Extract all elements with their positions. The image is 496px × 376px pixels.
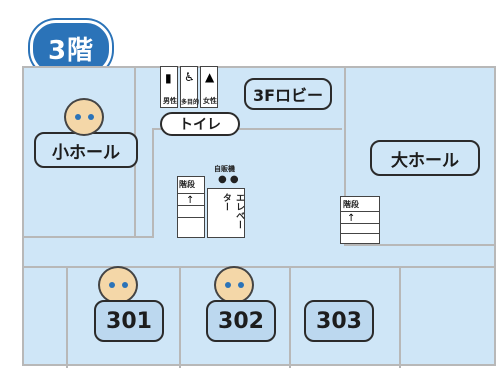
mascot-face-icon xyxy=(214,266,254,304)
room-301-label: 301 xyxy=(94,300,164,342)
toilet-label: トイレ xyxy=(160,112,240,136)
stairs-left: 階段 ↑ xyxy=(177,176,205,238)
vending-dots: ● ● xyxy=(218,174,239,185)
room-302-label: 302 xyxy=(206,300,276,342)
vending-label: 自販機 xyxy=(214,165,235,173)
room-303-label: 303 xyxy=(304,300,374,342)
lobby-label: 3Fロビー xyxy=(244,78,332,110)
toilet-men-icon: ▮ 男性 xyxy=(160,66,178,108)
elevator: エレベーター xyxy=(207,188,245,238)
mascot-face-icon xyxy=(64,98,104,136)
toilet-women-icon: ▲ 女性 xyxy=(200,66,218,108)
stairs-right: 階段 ↑ xyxy=(340,196,380,244)
small-hall-label: 小ホール xyxy=(34,132,138,168)
mascot-face-icon xyxy=(98,266,138,304)
toilet-accessible-icon: ♿ 多目的 xyxy=(180,66,199,108)
large-hall-label: 大ホール xyxy=(370,140,480,176)
